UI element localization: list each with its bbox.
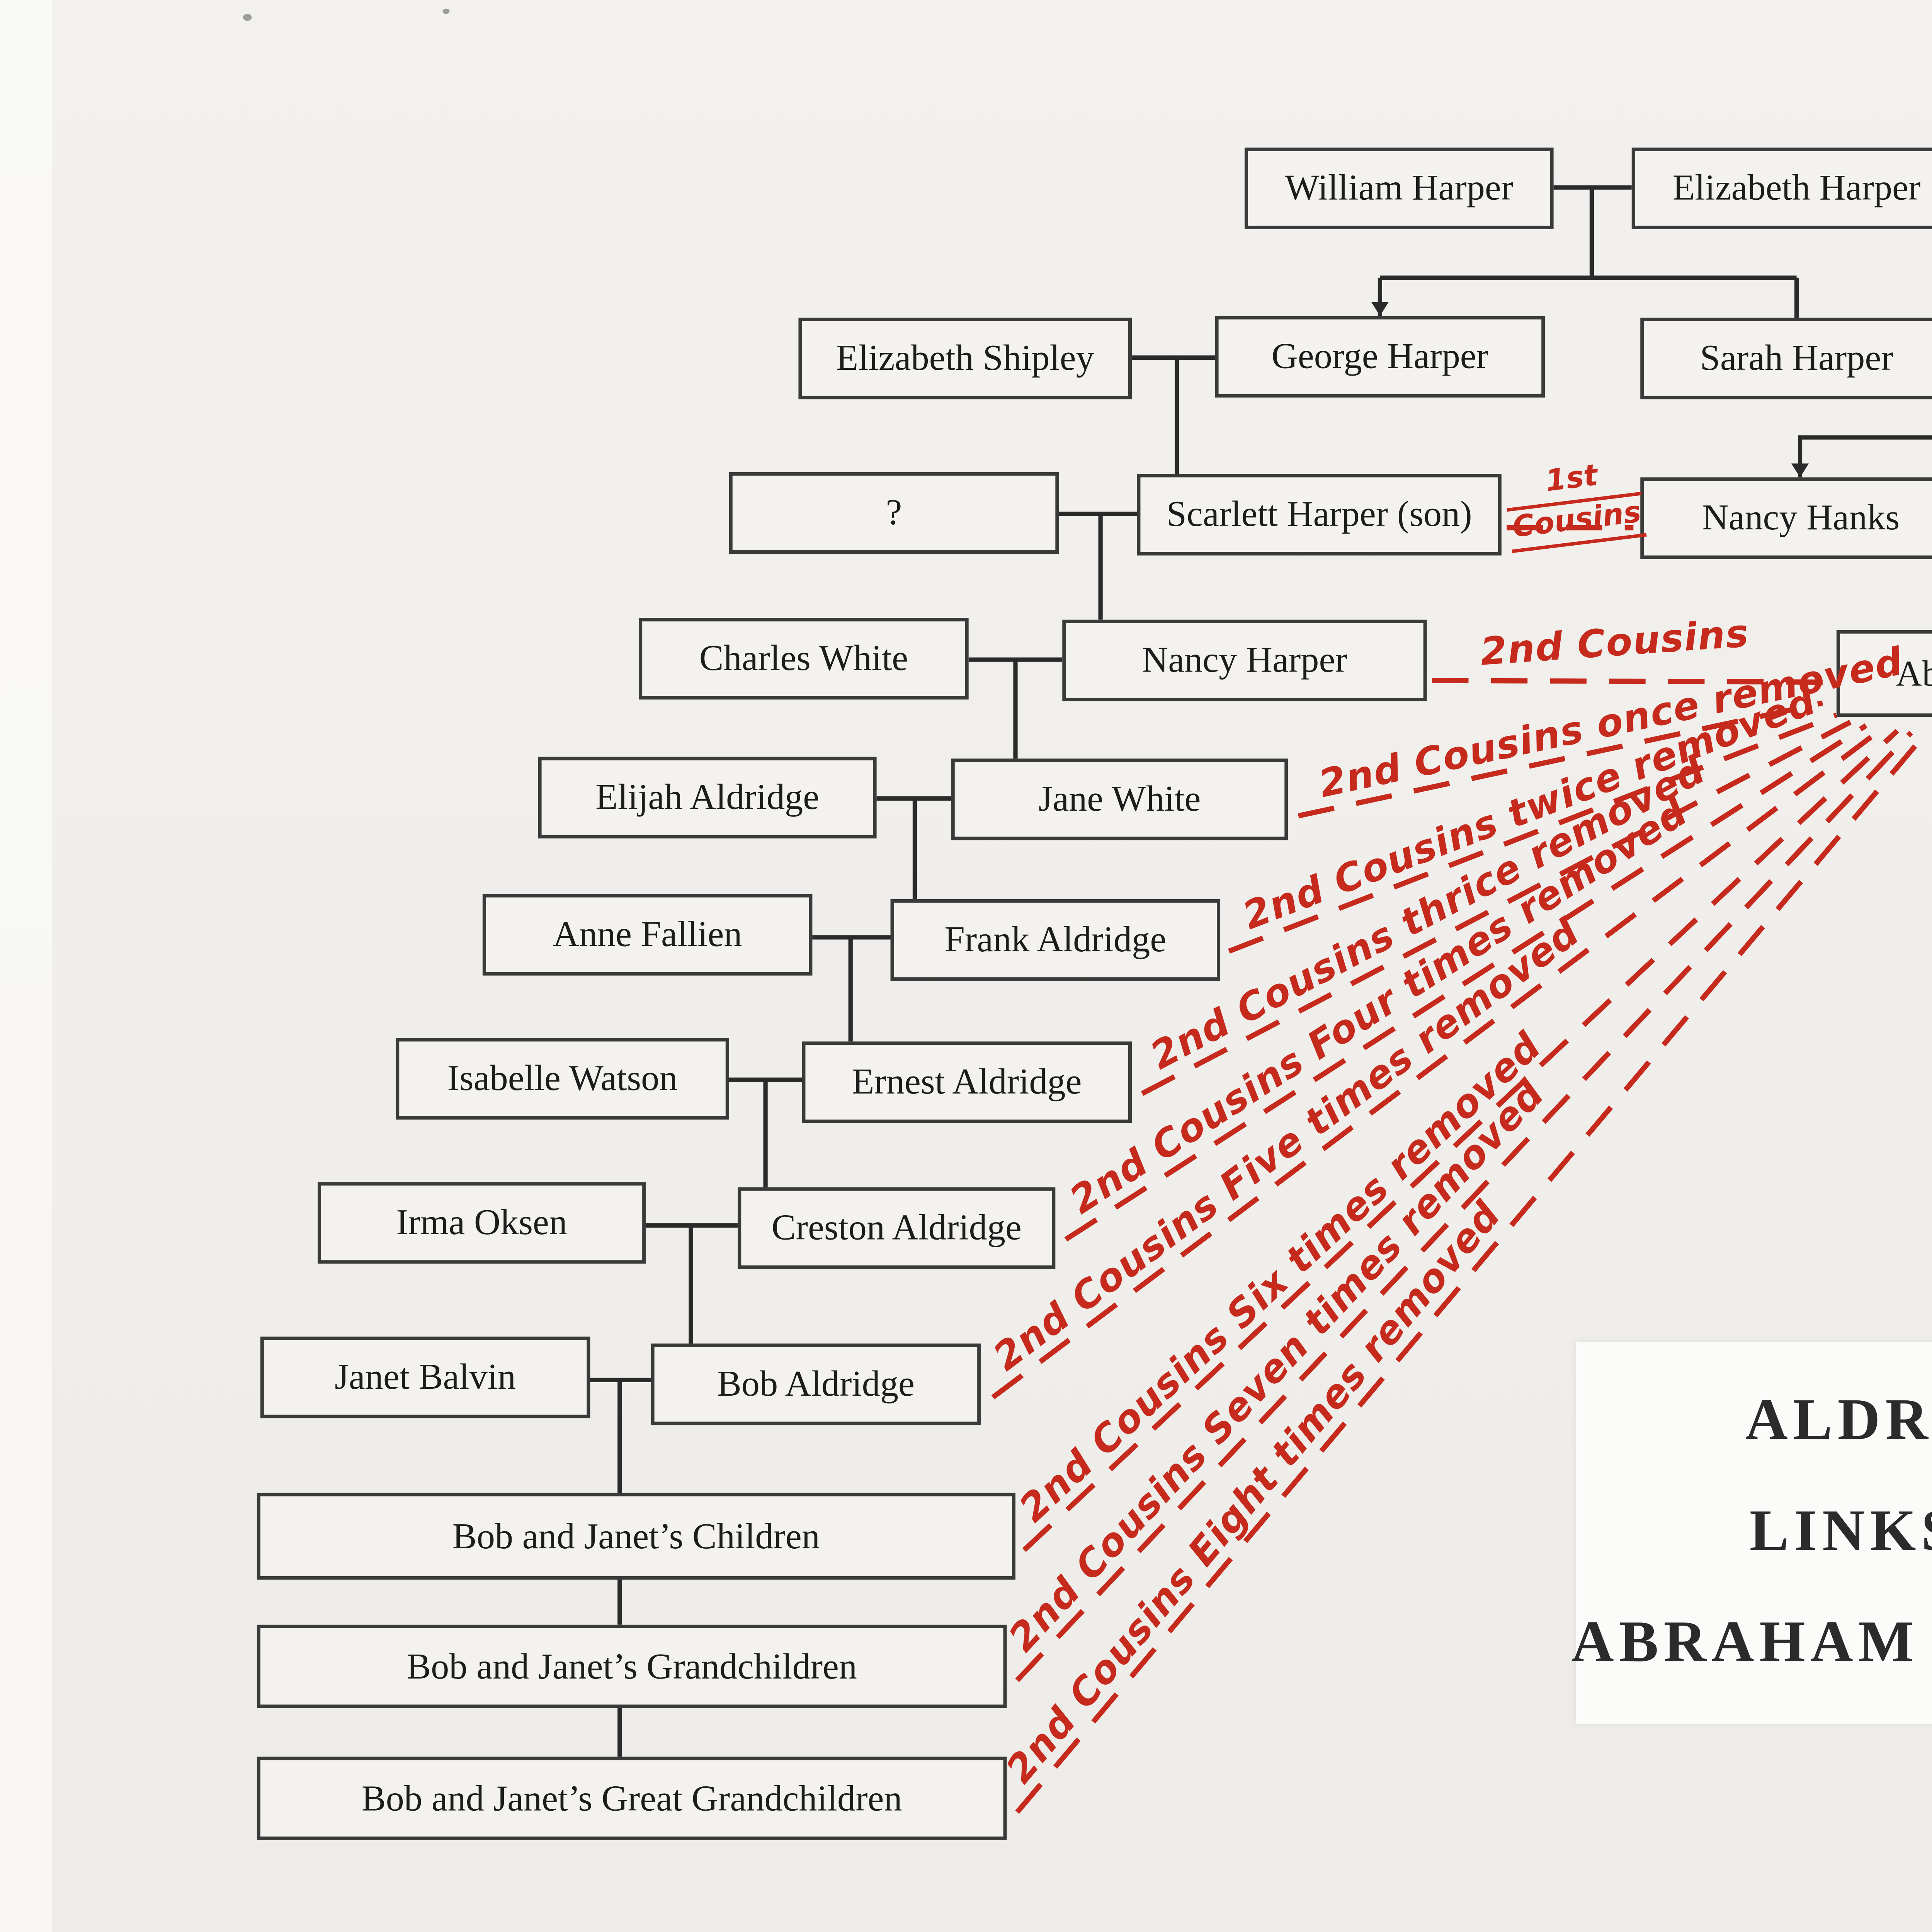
person-box-frank-aldridge: Frank Aldridge <box>890 899 1221 981</box>
title-line-1: ALDRIDGE <box>1745 1388 1932 1453</box>
person-box-abraham-lincoln: Abraham Lincoln <box>1836 630 1932 717</box>
title-line-2: LINKS TO <box>1749 1500 1932 1564</box>
person-name: Creston Aldridge <box>771 1206 1022 1248</box>
person-box-sarah-harper: Sarah Harper <box>1640 318 1932 400</box>
title-line-3: ABRAHAM LINCOLN <box>1571 1611 1932 1675</box>
person-name: Jane White <box>1038 777 1201 820</box>
person-name: Irma Oksen <box>396 1201 567 1243</box>
person-name: Frank Aldridge <box>944 918 1167 960</box>
person-box-bob-janet-grandchildren: Bob and Janet’s Grandchildren <box>257 1624 1007 1708</box>
person-box-unknown-spouse: ? <box>729 472 1059 554</box>
person-name: ? <box>886 491 902 533</box>
person-name: Elizabeth Shipley <box>836 337 1094 379</box>
person-box-nancy-hanks: Nancy Hanks <box>1640 477 1932 559</box>
person-name: Ernest Aldridge <box>852 1060 1082 1102</box>
arrowhead-icon <box>1791 463 1809 478</box>
person-name: Anne Fallien <box>553 913 742 955</box>
person-box-jane-white: Jane White <box>951 759 1288 840</box>
person-box-george-harper: George Harper <box>1215 316 1545 398</box>
person-name: Charles White <box>699 637 908 679</box>
cousin-dash-lines <box>991 525 1927 1814</box>
person-name: Nancy Harper <box>1142 639 1347 680</box>
person-name: Bob and Janet’s Grandchildren <box>406 1645 857 1687</box>
person-name: William Harper <box>1285 167 1514 209</box>
person-box-bob-janet-children: Bob and Janet’s Children <box>257 1493 1015 1580</box>
person-name: Scarlett Harper (son) <box>1166 493 1472 535</box>
person-box-elizabeth-harper: Elizabeth Harper <box>1631 147 1932 229</box>
person-name: Elizabeth Harper <box>1672 167 1921 209</box>
person-box-irma-oksen: Irma Oksen <box>318 1182 646 1264</box>
person-box-scarlett-harper: Scarlett Harper (son) <box>1137 474 1502 556</box>
annotation-first-cousins: 1st Cousins <box>1502 454 1648 553</box>
person-name: Elijah Aldridge <box>595 776 820 818</box>
person-name: Abraham Lincoln <box>1896 651 1932 694</box>
scan-left-margin <box>0 0 52 1932</box>
person-name: Bob Aldridge <box>717 1362 915 1405</box>
person-box-ernest-aldridge: Ernest Aldridge <box>802 1041 1132 1123</box>
person-name: Janet Balvin <box>335 1355 516 1398</box>
person-name: George Harper <box>1271 335 1489 377</box>
person-box-william-harper: William Harper <box>1244 147 1554 229</box>
person-box-janet-balvin: Janet Balvin <box>260 1337 590 1418</box>
person-box-nancy-harper: Nancy Harper <box>1062 619 1427 701</box>
family-connector-lines <box>590 185 1932 1757</box>
arrowhead-icon <box>1371 302 1389 316</box>
person-box-isabelle-watson: Isabelle Watson <box>396 1038 729 1120</box>
person-name: Sarah Harper <box>1700 337 1893 379</box>
person-box-elizabeth-shipley: Elizabeth Shipley <box>798 318 1132 400</box>
title-card: ALDRIDGE LINKS TO ABRAHAM LINCOLN <box>1571 1342 1932 1724</box>
person-box-elijah-aldridge: Elijah Aldridge <box>538 757 877 838</box>
person-box-anne-fallien: Anne Fallien <box>482 894 813 976</box>
person-name: Bob and Janet’s Great Grandchildren <box>361 1776 902 1818</box>
person-box-bob-janet-great-grandchildren: Bob and Janet’s Great Grandchildren <box>257 1757 1007 1840</box>
scan-speck <box>243 14 252 21</box>
person-name: Isabelle Watson <box>447 1057 678 1099</box>
person-box-bob-aldridge: Bob Aldridge <box>651 1344 981 1425</box>
scan-speck <box>442 9 450 14</box>
person-box-creston-aldridge: Creston Aldridge <box>738 1187 1056 1269</box>
person-box-charles-white: Charles White <box>639 618 969 700</box>
person-name: Nancy Hanks <box>1702 496 1900 538</box>
person-name: Bob and Janet’s Children <box>452 1514 820 1556</box>
